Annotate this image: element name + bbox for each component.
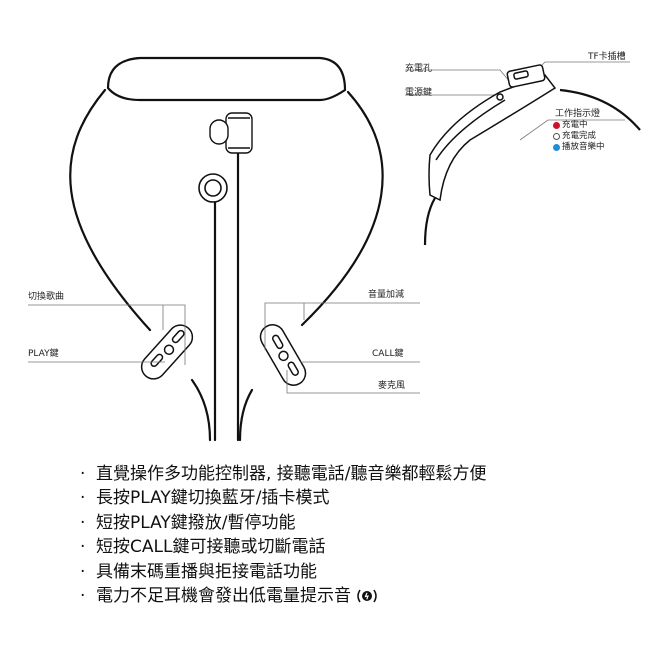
label-microphone: 麥克風 [378,381,406,391]
feature-item: · 短按CALL鍵可接聽或切斷電話 [80,535,487,559]
closeup-cable [423,197,436,246]
feature-item: · 短按PLAY鍵撥放/暫停功能 [80,511,487,535]
feature-item: · 直覺操作多功能控制器, 接聽電話/聽音樂都輕鬆方便 [80,462,487,486]
legend-row-playing: 播放音樂中 [553,142,605,153]
bullet: · [80,464,86,484]
left-neck-cable [69,88,152,332]
hollow-dot-icon [553,133,560,140]
bullet: · [80,512,86,533]
feature-text: 長按PLAY鍵切換藍牙/插卡模式 [96,488,330,509]
earbud [209,112,253,154]
feature-text: 直覺操作多功能控制器, 接聽電話/聽音樂都輕鬆方便 [96,464,487,484]
legend-row-charging: 充電中 [553,120,605,131]
bullet: · [80,561,86,582]
speaker-alert-icon [355,588,379,604]
legend-text: 播放音樂中 [562,142,605,152]
right-lower-cable [238,388,254,442]
label-charge-port: 充電孔 [405,64,433,74]
bullet: · [80,537,86,558]
right-controller [259,324,307,386]
feature-list: · 直覺操作多功能控制器, 接聽電話/聽音樂都輕鬆方便 · 長按PLAY鍵切換藍牙/… [80,462,487,608]
label-play-key: PLAY鍵 [28,349,59,359]
bullet: · [80,586,86,607]
left-controller [140,324,194,380]
feature-text: 短按PLAY鍵撥放/暫停功能 [96,512,296,533]
feature-item: · 具備末碼重播與拒接電話功能 [80,560,487,584]
red-dot-icon [553,122,560,129]
label-volume: 音量加減 [368,290,405,300]
legend-text: 充電完成 [562,131,597,141]
feature-text: 具備末碼重播與拒接電話功能 [96,561,317,582]
left-lower-cable [190,378,212,442]
feature-text: 電力不足耳機會發出低電量提示音 [96,586,351,607]
feature-text: 短按CALL鍵可接聽或切斷電話 [96,537,326,558]
indicator-legend: 充電中 充電完成 播放音樂中 [553,120,605,153]
label-tf-slot: TF卡插槽 [588,52,626,62]
headset-diagram [28,56,641,442]
closeup-cable-tail [559,88,641,131]
label-switch-song: 切換歌曲 [28,292,65,302]
blue-dot-icon [553,144,560,151]
feature-item: · 長按PLAY鍵切換藍牙/插卡模式 [80,486,487,510]
feature-item: · 電力不足耳機會發出低電量提示音 [80,584,487,608]
earbud-ring [198,173,228,203]
neckband-headband [106,56,347,102]
label-power-key: 電源鍵 [405,88,433,98]
neckband-closeup [428,64,557,202]
legend-row-charged: 充電完成 [553,131,605,142]
right-neck-cable [300,90,384,327]
bullet: · [80,488,86,509]
legend-text: 充電中 [562,120,588,130]
label-indicator-light: 工作指示燈 [555,109,601,119]
label-call-key: CALL鍵 [372,349,404,359]
